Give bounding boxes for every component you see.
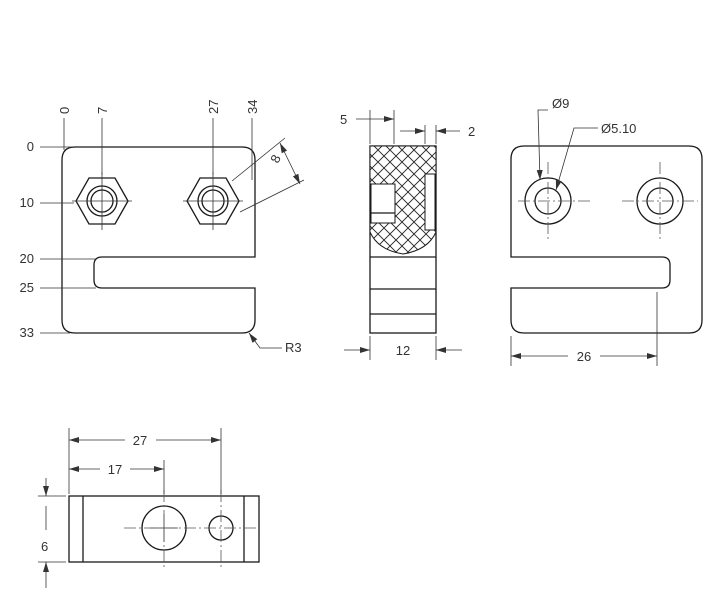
ordinate-y-25: 25 [20,280,34,295]
section-dim-5: 5 [340,112,347,127]
hex-flats-dim: 8 [267,152,284,165]
section-width-dim: 12 [396,343,410,358]
section-view: 5 2 12 [340,110,475,360]
top-partial-dim: 17 [108,462,122,477]
side-hole-right [622,162,698,240]
ordinate-x-34: 34 [245,100,260,114]
ordinate-y-10: 10 [20,195,34,210]
front-outline [61,146,256,334]
top-height-dim: 6 [41,539,48,554]
top-view: 27 17 6 [38,428,260,588]
ordinate-y-33: 33 [20,325,34,340]
ordinate-x-27: 27 [206,100,221,114]
side-hole-left [518,162,590,240]
ordinate-x-7: 7 [95,107,110,114]
ordinate-y-20: 20 [20,251,34,266]
side-view: Ø9 Ø5.10 26 [510,96,703,366]
ordinate-y-0: 0 [27,139,34,154]
side-outline [510,145,703,334]
hex-nut-right [183,172,243,230]
section-dim-2: 2 [468,124,475,139]
radius-dim: R3 [285,340,302,355]
side-dia-large: Ø9 [552,96,569,111]
front-view: 0 7 27 34 0 10 20 25 33 8 R3 [20,100,305,355]
side-span-dim: 26 [577,349,591,364]
side-dia-small: Ø5.10 [601,121,636,136]
hex-nut-left [72,172,132,230]
ordinate-x-0: 0 [57,107,72,114]
top-overall-dim: 27 [133,433,147,448]
